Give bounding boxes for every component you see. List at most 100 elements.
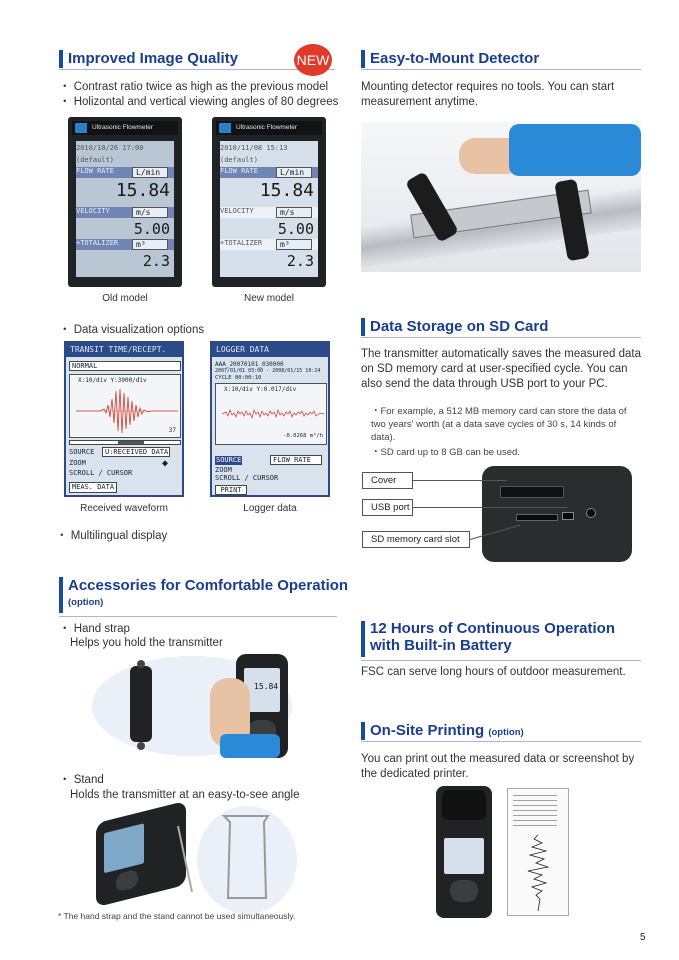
callout-cover: Cover bbox=[362, 472, 413, 489]
screen-title: Ultrasonic Flowmeter bbox=[236, 124, 298, 131]
logo-icon bbox=[75, 123, 87, 133]
screen-date: 2010/10/26 17:00 bbox=[76, 144, 144, 152]
screen-title: Ultrasonic Flowmeter bbox=[92, 124, 154, 131]
cover-icon bbox=[500, 486, 564, 498]
screen-totalizer-unit: m³ bbox=[132, 239, 168, 250]
old-model-screen: Ultrasonic Flowmeter 2010/10/26 17:00 (d… bbox=[68, 117, 182, 287]
print-button[interactable]: PRINT bbox=[215, 485, 247, 495]
waveform-axis: X:10/div Y:3900/div bbox=[78, 377, 147, 384]
screen-date: 2010/11/08 15:13 bbox=[220, 144, 288, 152]
logger-source-select[interactable]: FLOW RATE bbox=[270, 455, 322, 465]
screen-flow-unit: L/min bbox=[132, 167, 168, 178]
heading-text: Improved Image Quality bbox=[68, 50, 239, 67]
waveform-title: TRANSIT TIME/RECEPT. WAVE bbox=[66, 343, 182, 365]
hand-strap-desc: Helps you hold the transmitter bbox=[70, 637, 223, 649]
bullet-viewing-angle: ・ Holizontal and vertical viewing angles… bbox=[59, 96, 339, 108]
screen-flow-label: FLOW RATE bbox=[220, 167, 318, 178]
waveform-scrollbar[interactable] bbox=[69, 440, 181, 445]
screen-velocity-unit: m/s bbox=[276, 207, 312, 218]
screen-totalizer-label: +TOTALIZER bbox=[220, 239, 318, 250]
heading-text: On-Site Printing bbox=[370, 722, 485, 739]
heading-accessories: Accessories for Comfortable Operation (o… bbox=[59, 575, 348, 617]
waveform-scroll-label: SCROLL / CURSOR bbox=[69, 469, 133, 477]
waveform-source-label: SOURCE bbox=[69, 448, 95, 456]
callout-sd-slot: SD memory card slot bbox=[362, 531, 470, 548]
usb-port-icon bbox=[562, 512, 574, 520]
heading-sd-card: Data Storage on SD Card bbox=[361, 316, 641, 338]
page-number: 5 bbox=[640, 932, 646, 943]
logger-axis: X:10/div Y:0.017/div bbox=[224, 386, 297, 393]
detector-photo bbox=[361, 122, 641, 272]
screen-totalizer-value: 2.3 bbox=[286, 252, 314, 270]
printout-photo bbox=[507, 788, 569, 916]
screen-totalizer-label: +TOTALIZER bbox=[76, 239, 174, 250]
printout-trace bbox=[527, 834, 550, 912]
hand-strap-icon bbox=[130, 666, 152, 742]
heading-battery: 12 Hours of Continuous Operation with Bu… bbox=[361, 619, 641, 661]
screen-flow-value: 15.84 bbox=[115, 180, 170, 201]
callout-line bbox=[413, 507, 567, 508]
callout-line bbox=[413, 480, 507, 481]
logger-plot: X:10/div Y:0.017/div -0.0268 m³/h bbox=[215, 383, 327, 445]
caption-logger-data: Logger data bbox=[243, 503, 297, 514]
screen-velocity-label: VELOCITY bbox=[76, 207, 174, 218]
screen-flow-unit: L/min bbox=[276, 167, 312, 178]
logger-data-screen: LOGGER DATA AAA_20070101_030000 2007/01/… bbox=[210, 341, 330, 497]
screen-default: (default) bbox=[76, 156, 114, 164]
printer-device-photo bbox=[436, 786, 492, 918]
sd-card-note-max: ・SD card up to 8 GB can be used. bbox=[371, 447, 520, 458]
footnote: * The hand strap and the stand cannot be… bbox=[58, 911, 296, 921]
heading-bar bbox=[361, 621, 365, 657]
stand-title: ・ Stand bbox=[59, 774, 104, 786]
heading-text: Easy-to-Mount Detector bbox=[370, 50, 540, 67]
zoom-arrows-icon[interactable]: ◆ bbox=[162, 458, 169, 469]
screen-flow-label: FLOW RATE bbox=[76, 167, 174, 178]
meas-data-button[interactable]: MEAS. DATA bbox=[69, 482, 117, 493]
logger-range: 2007/01/01 03:00 - 2008/01/15 10:24 bbox=[215, 368, 321, 374]
caption-old-model: Old model bbox=[102, 293, 148, 304]
waveform-source-select[interactable]: U:RECEIVED DATA bbox=[102, 447, 170, 457]
sd-card-text: The transmitter automatically saves the … bbox=[361, 348, 641, 390]
power-port-icon bbox=[586, 508, 596, 518]
heading-bar bbox=[59, 50, 63, 68]
stand-leg-icon bbox=[177, 825, 193, 893]
heading-image-quality: Improved Image Quality bbox=[59, 48, 335, 70]
heading-printing: On-Site Printing (option) bbox=[361, 720, 641, 742]
heading-text: Data Storage on SD Card bbox=[370, 318, 549, 335]
heading-bar bbox=[361, 318, 365, 336]
screen-velocity-label: VELOCITY bbox=[220, 207, 318, 218]
screen-default: (default) bbox=[220, 156, 258, 164]
screen-totalizer-unit: m³ bbox=[276, 239, 312, 250]
heading-bar bbox=[361, 50, 365, 68]
strap-buckle-icon bbox=[137, 742, 145, 750]
waveform-plot: X:10/div Y:3900/div 37 bbox=[69, 374, 181, 438]
callout-usb-port: USB port bbox=[362, 499, 413, 516]
new-badge: NEW bbox=[294, 44, 332, 76]
logger-title: LOGGER DATA bbox=[212, 343, 328, 357]
heading-bar bbox=[361, 722, 365, 740]
device-value: 15.84 bbox=[254, 682, 279, 691]
heading-option-label: (option) bbox=[488, 727, 524, 738]
heading-text: Accessories for Comfortable Operation bbox=[68, 577, 349, 594]
sd-card-note-capacity: ・For example, a 512 MB memory card can s… bbox=[371, 406, 627, 443]
logger-value: -0.0268 m³/h bbox=[283, 433, 323, 439]
strap-buckle-icon bbox=[137, 660, 145, 668]
bullet-data-visualization: ・ Data visualization options bbox=[59, 324, 205, 336]
received-waveform-screen: TRANSIT TIME/RECEPT. WAVE NORMAL X:10/di… bbox=[64, 341, 184, 497]
sleeve-photo bbox=[220, 734, 280, 758]
logger-trace bbox=[221, 408, 325, 420]
heading-bar bbox=[59, 577, 63, 613]
screen-flow-value: 15.84 bbox=[259, 180, 314, 201]
logger-scroll-label: SCROLL / CURSOR bbox=[215, 474, 279, 482]
printer-head-icon bbox=[442, 790, 486, 820]
stand-desc: Holds the transmitter at an easy-to-see … bbox=[70, 789, 300, 801]
stand-photo bbox=[197, 806, 297, 914]
heading-easy-mount: Easy-to-Mount Detector bbox=[361, 48, 641, 70]
heading-text: 12 Hours of Continuous Operation with Bu… bbox=[370, 620, 616, 654]
logger-file: AAA_20070101_030000 bbox=[215, 361, 284, 368]
waveform-mode: NORMAL bbox=[69, 361, 181, 371]
waveform-trace bbox=[76, 388, 178, 434]
bullet-multilingual: ・ Multilingual display bbox=[56, 530, 168, 542]
screen-velocity-value: 5.00 bbox=[277, 220, 314, 238]
screen-velocity-unit: m/s bbox=[132, 207, 168, 218]
